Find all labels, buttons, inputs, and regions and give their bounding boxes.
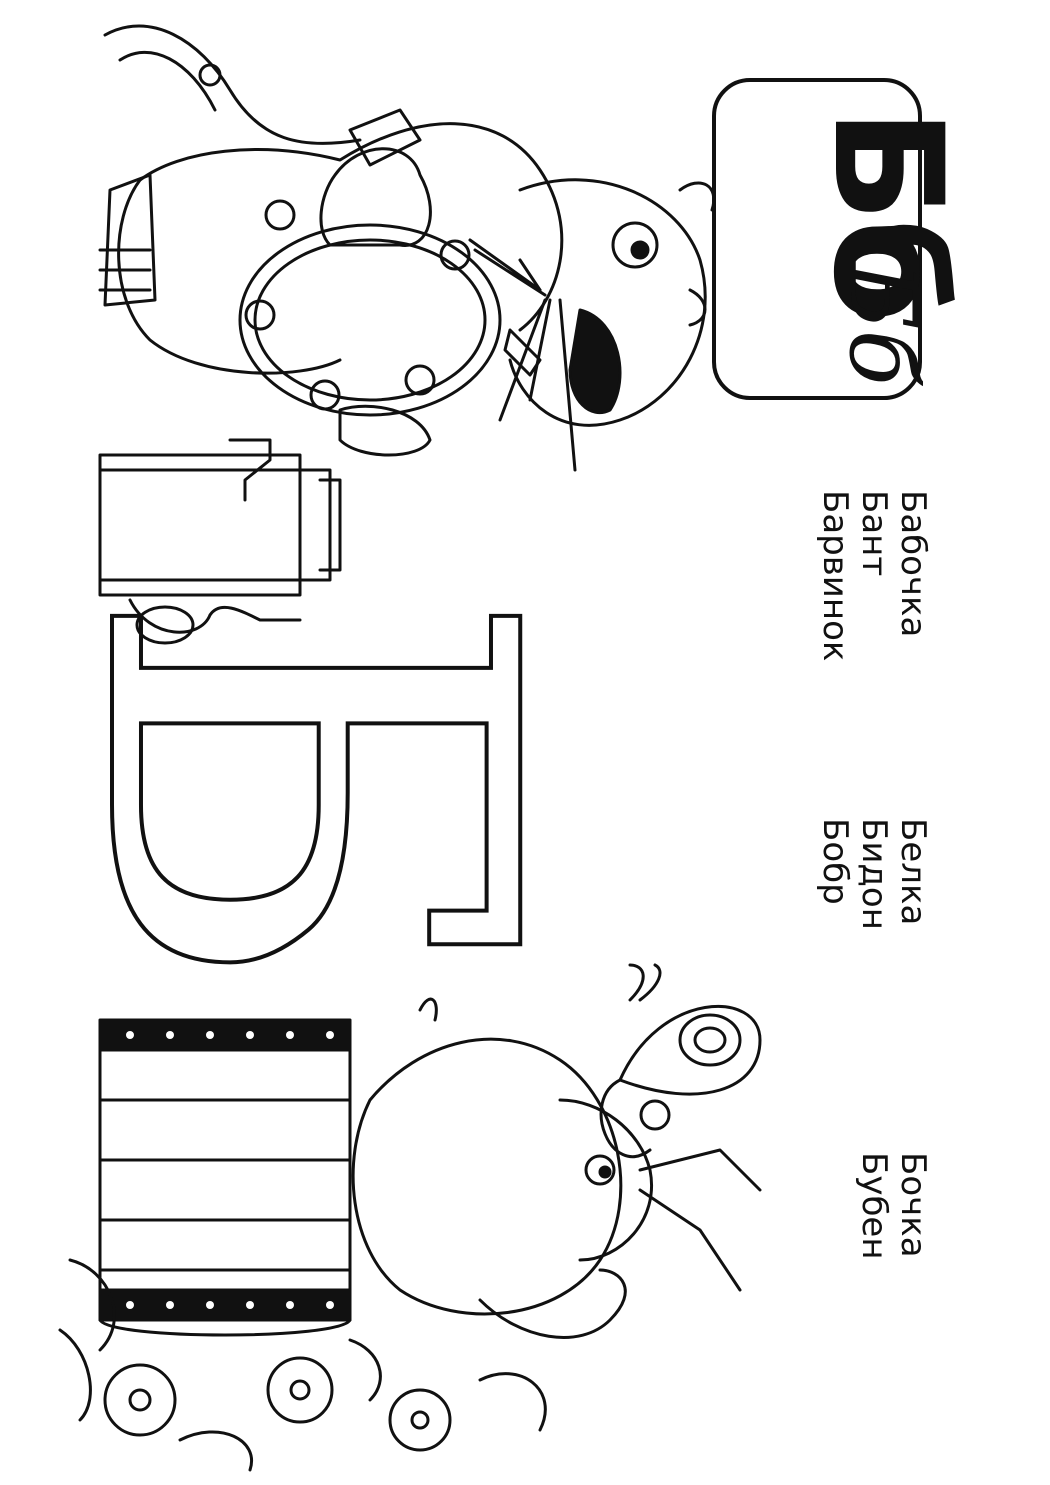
word-column-1: Бабочка Бант Барвинок xyxy=(815,490,933,662)
word-list-item: Бочка xyxy=(893,1152,933,1258)
butterfly-icon xyxy=(599,963,762,1159)
word-list-item: Белка xyxy=(893,818,933,926)
milk-can-icon xyxy=(98,438,342,645)
barrel-icon xyxy=(98,1018,352,1337)
word-list-item: Бидон xyxy=(854,818,894,930)
squirrel-icon xyxy=(351,997,762,1339)
letter-script: Бб xyxy=(829,262,936,386)
word-list-item: Бант xyxy=(854,490,894,577)
beaver-icon xyxy=(98,24,716,472)
big-outline-letter: Б xyxy=(0,583,633,999)
word-column-2: Белка Бидон Бобр xyxy=(815,818,933,930)
word-list-item: Бубен xyxy=(854,1152,894,1260)
flower-icon xyxy=(58,1258,547,1472)
word-list-item: Бобр xyxy=(815,818,855,905)
word-list-item: Барвинок xyxy=(815,490,855,662)
word-list-item: Бабочка xyxy=(893,490,933,638)
word-column-3: Бочка Бубен xyxy=(854,1152,933,1260)
